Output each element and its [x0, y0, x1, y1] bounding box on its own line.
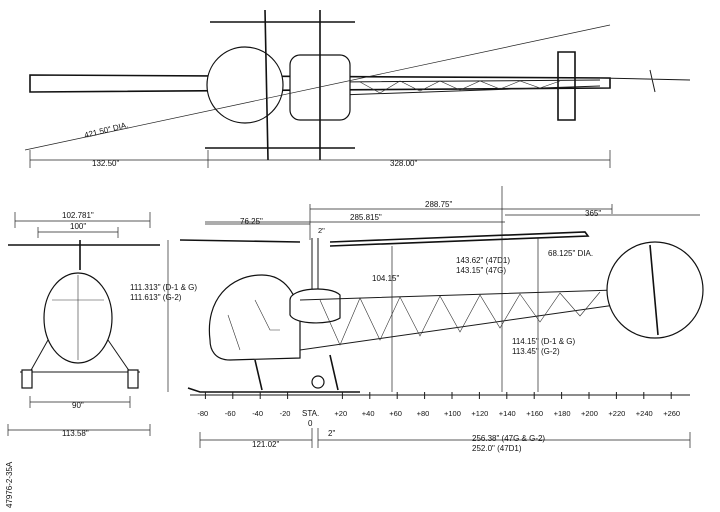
top-tail-truss	[359, 80, 561, 94]
front-rotor-hub-width: 100"	[70, 222, 86, 231]
side-mast	[311, 238, 319, 295]
front-rotor	[8, 240, 160, 270]
station-scale-ticks: -80 -60 -40 -20 +20 +40 +60 +80 +100 +120 +140 +160…	[197, 392, 680, 418]
station-sta-label: STA.	[302, 409, 319, 418]
station-tick-label: +220	[608, 409, 625, 418]
side-length-76: 76.25"	[240, 217, 263, 226]
top-tail-rotor	[557, 51, 576, 121]
station-tick-label: +140	[499, 409, 516, 418]
station-tick-label: +20	[334, 409, 347, 418]
station-tick-label: +80	[417, 409, 430, 418]
side-tail-rotor-dia: 68.125" DIA.	[548, 249, 593, 258]
side-tail-truss	[319, 291, 601, 346]
front-skid-outer-width: 102.781"	[62, 211, 94, 220]
station-tick-label: -80	[197, 409, 208, 418]
top-canopy	[206, 46, 284, 124]
station-tick-label: +60	[389, 409, 402, 418]
front-view: 102.781" 100" 90" 113.58"	[7, 211, 160, 438]
side-canopy	[208, 274, 301, 361]
side-tail-height-47d1: 143.62" (47D1)	[456, 256, 510, 265]
top-view: 421.50" DIA. 132.50" 328.00"	[24, 9, 691, 168]
side-length-288: 288.75"	[425, 200, 452, 209]
side-bottom-dims	[199, 428, 691, 448]
station-tick-label: -40	[252, 409, 263, 418]
station-tick-label: +260	[663, 409, 680, 418]
side-length-365: 365"	[585, 209, 601, 218]
side-length-285: 285.815"	[350, 213, 382, 222]
figure-id: 47976-2-35A	[5, 461, 14, 508]
station-tick-label: +240	[636, 409, 653, 418]
station-tick-label: +120	[471, 409, 488, 418]
station-tick-label: +160	[526, 409, 543, 418]
top-skids	[205, 9, 355, 161]
side-ground-wheel	[311, 375, 325, 389]
front-landing-gear	[20, 339, 140, 373]
top-rotor-diameter-label: 421.50" DIA.	[83, 120, 129, 140]
side-seat	[227, 299, 280, 351]
top-rear-length-label: 328.00"	[390, 159, 417, 168]
front-wheel-left	[21, 369, 33, 389]
side-landing-skid	[187, 354, 360, 393]
station-zero-label: 0	[308, 419, 313, 428]
side-tail-rotor-blade	[649, 244, 659, 336]
side-bottom-right-d1: 252.0" (47D1)	[472, 444, 522, 453]
side-tail-height-47g: 143.15" (47G)	[456, 266, 506, 275]
top-front-length-label: 132.50"	[92, 159, 119, 168]
side-tail-rotor-disc	[606, 241, 704, 339]
station-tick-label: +100	[444, 409, 461, 418]
front-overall-width: 113.58"	[62, 429, 89, 438]
top-rotor-blade	[29, 74, 611, 93]
station-tick-label: +40	[362, 409, 375, 418]
front-bottom-dims	[7, 396, 151, 436]
top-length-dim	[29, 150, 611, 168]
side-engine	[289, 288, 341, 324]
station-tick-label: +200	[581, 409, 598, 418]
side-bottom-offset: 2"	[328, 429, 335, 438]
side-bottom-right-g: 256.38" (47G & G-2)	[472, 434, 545, 443]
station-tick-label: -60	[225, 409, 236, 418]
top-diameter-line	[24, 24, 611, 151]
side-view: 288.75" 76.25" 285.815" 365" 2" 111.313"…	[130, 186, 704, 453]
station-tick-label: +180	[554, 409, 571, 418]
station-tick-label: -20	[280, 409, 291, 418]
front-top-dims	[14, 212, 151, 238]
front-wheel-right	[127, 369, 139, 389]
front-canopy-frame	[52, 275, 104, 360]
side-hub-offset: 2"	[318, 226, 325, 235]
side-mast-height: 104.15"	[372, 274, 399, 283]
side-top-dims	[205, 204, 700, 240]
front-tread-width: 90"	[72, 401, 84, 410]
side-tail-skid-g2: 113.45" (G-2)	[512, 347, 560, 356]
top-tail-boom	[339, 79, 601, 96]
side-rotor-blade	[179, 231, 590, 247]
side-tail-skid-dg: 114.15" (D-1 & G)	[512, 337, 575, 346]
side-height-dg: 111.313" (D-1 & G)	[130, 283, 197, 292]
side-height-g2: 111.613" (G-2)	[130, 293, 182, 302]
side-bottom-left: 121.02"	[252, 440, 279, 449]
top-tail-end	[599, 69, 691, 93]
